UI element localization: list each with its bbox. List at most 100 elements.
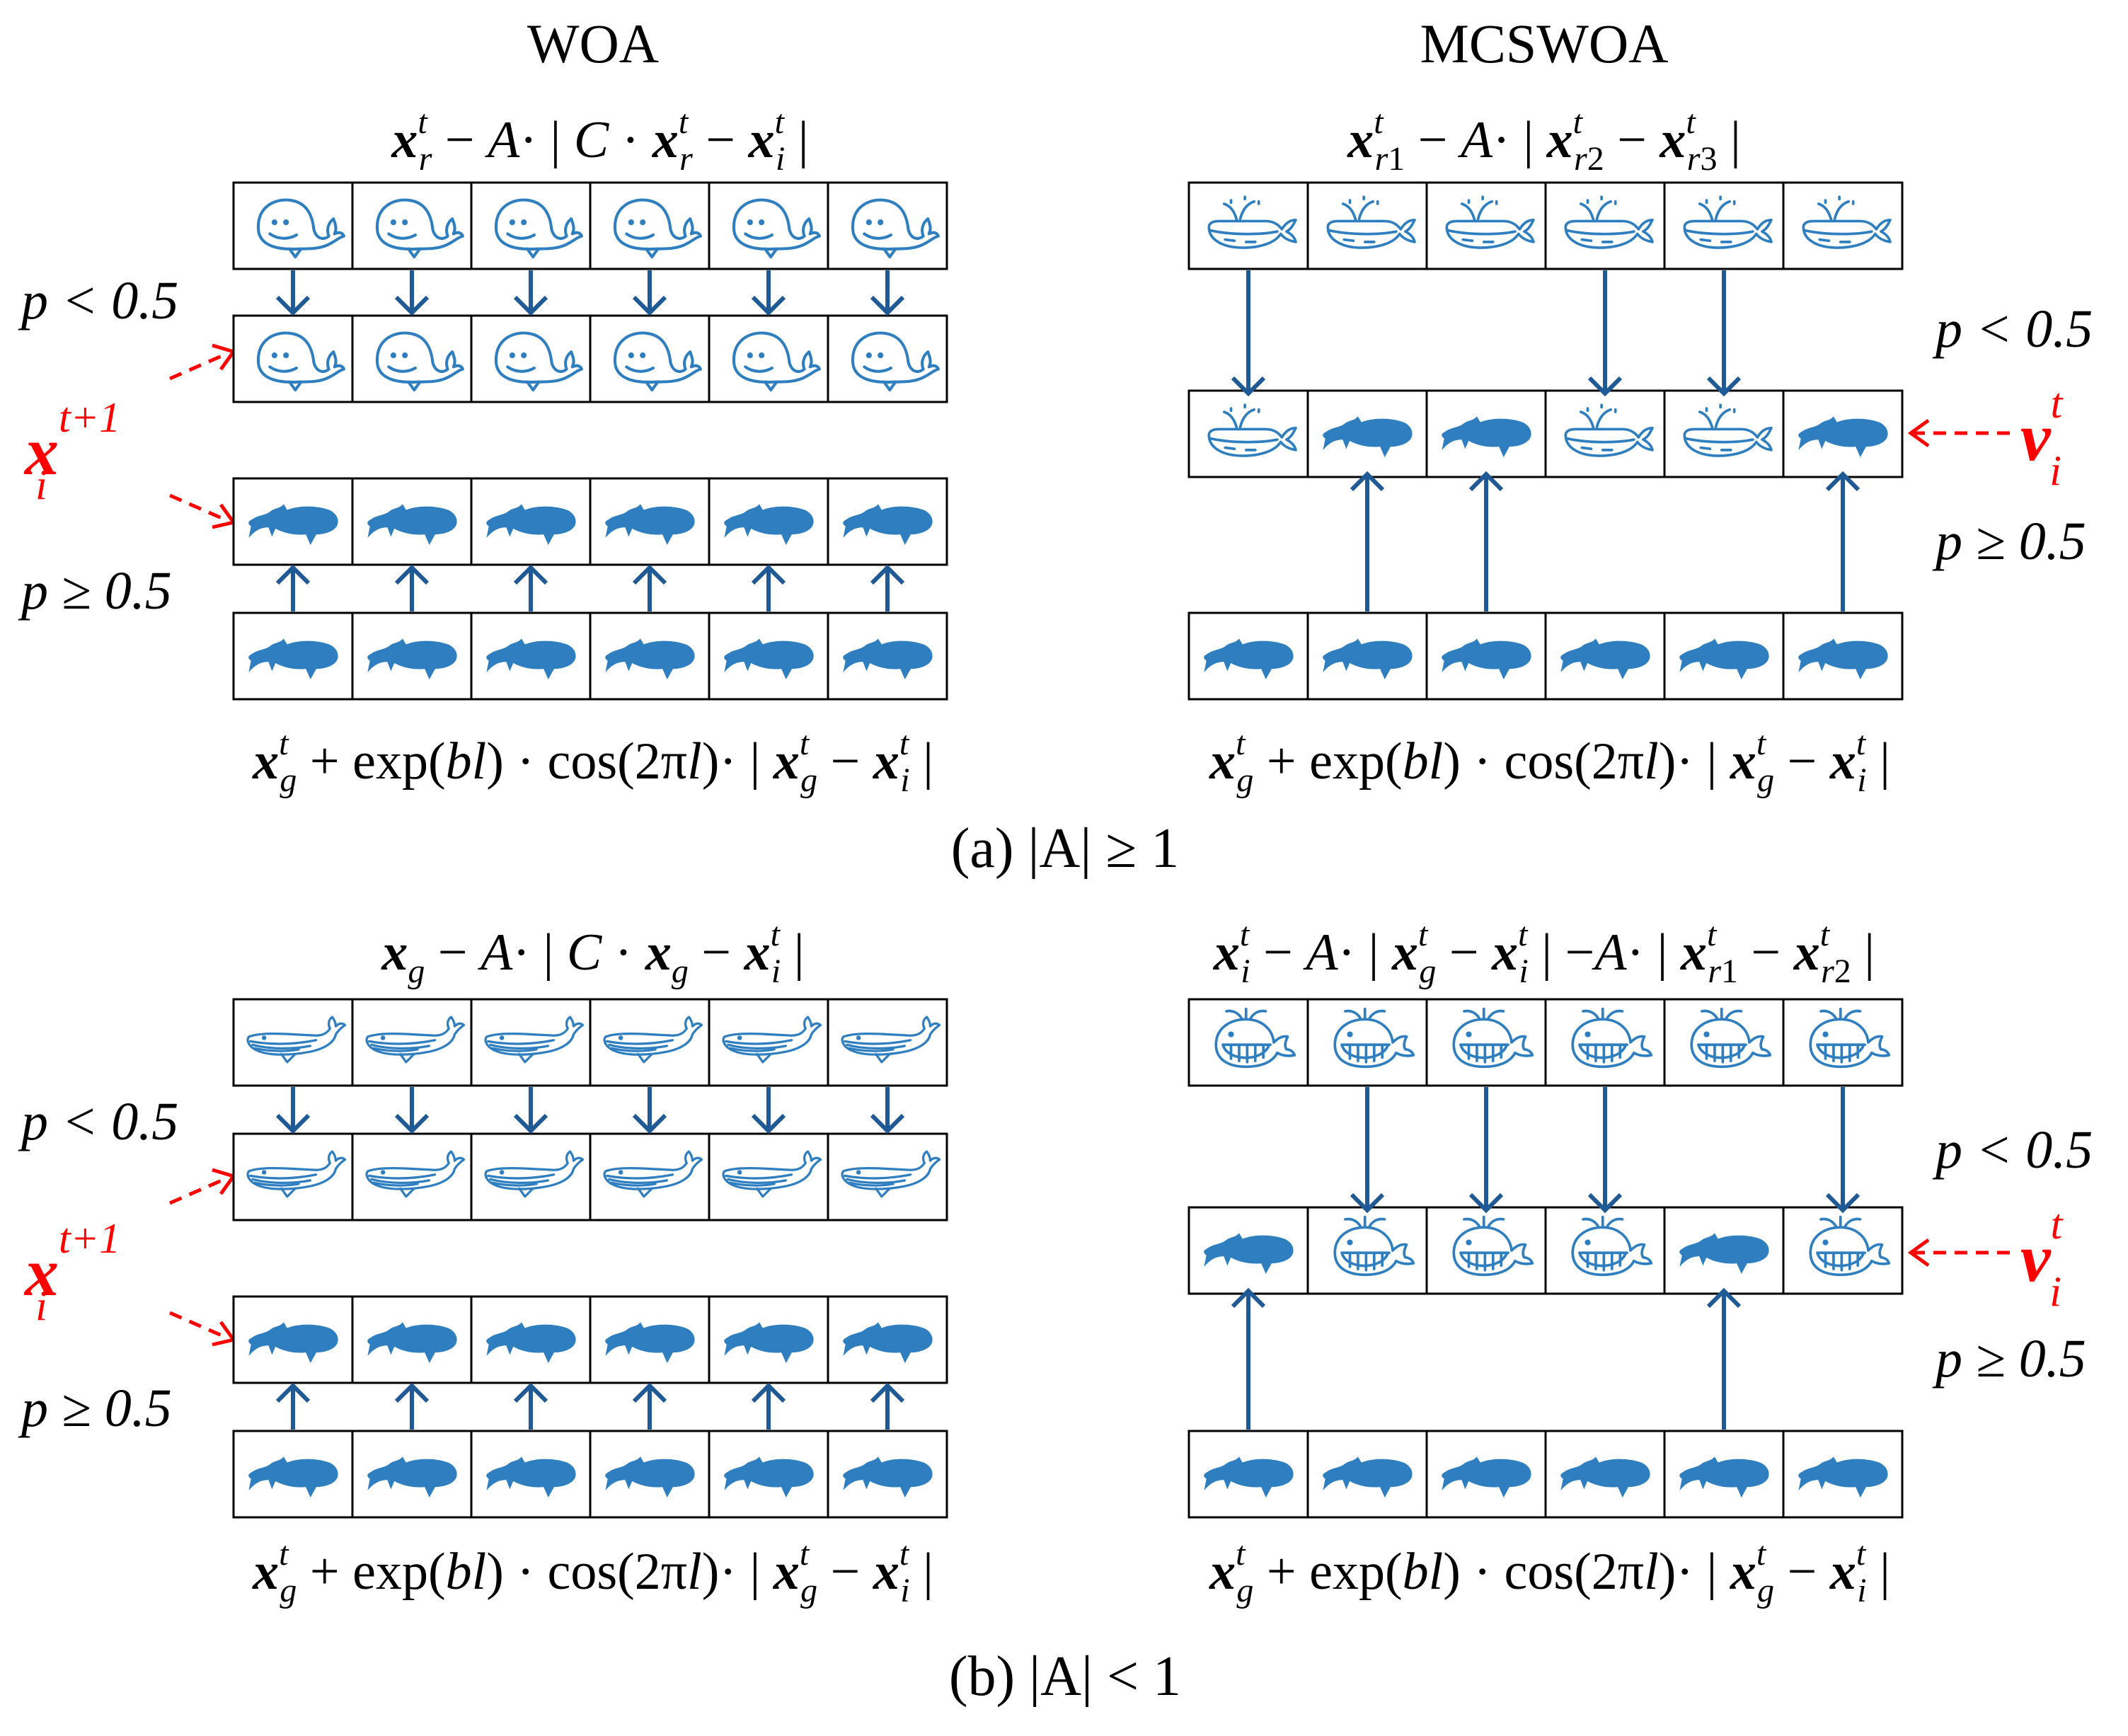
update-arrows bbox=[275, 270, 1860, 1430]
svg-text:vti: vti bbox=[2020, 380, 2064, 494]
population-cell bbox=[1425, 1430, 1547, 1519]
population-cell bbox=[827, 181, 948, 270]
population-cell bbox=[827, 314, 948, 403]
update-arrow bbox=[394, 270, 430, 316]
population-cell bbox=[708, 1430, 829, 1519]
population-cell bbox=[1544, 389, 1666, 478]
grid-row bbox=[232, 1430, 948, 1519]
population-cell bbox=[232, 611, 354, 701]
p-ge-label-b-right: p ≥ 0.5 bbox=[1932, 1329, 2086, 1389]
red-arrow-a-upper bbox=[168, 343, 237, 381]
update-arrow bbox=[1825, 471, 1860, 611]
population-cell bbox=[351, 1132, 473, 1221]
population-cell bbox=[1544, 998, 1666, 1087]
p-ge-label-a-left: p ≥ 0.5 bbox=[18, 561, 172, 621]
population-cell bbox=[1425, 611, 1547, 701]
population-cell bbox=[589, 314, 711, 403]
population-cell bbox=[1187, 389, 1309, 478]
grid-row bbox=[1187, 1430, 1904, 1519]
update-arrow bbox=[1706, 1287, 1742, 1430]
population-cell bbox=[1544, 1430, 1666, 1519]
population-cell bbox=[1544, 1206, 1666, 1295]
woa-title: WOA bbox=[527, 13, 659, 74]
p-lt-label-b-left: p < 0.5 bbox=[18, 1092, 178, 1151]
grid-row bbox=[1187, 998, 1904, 1087]
svg-text:xt+1i: xt+1i bbox=[23, 394, 120, 508]
population-cell bbox=[1782, 1430, 1904, 1519]
population-cell bbox=[1425, 1206, 1547, 1295]
update-arrow bbox=[513, 1382, 548, 1430]
population-cell bbox=[470, 314, 592, 403]
grid-row bbox=[232, 1295, 948, 1384]
population-cell bbox=[1663, 389, 1785, 478]
population-cell bbox=[589, 477, 711, 566]
population-cell bbox=[708, 611, 829, 701]
grid-row bbox=[1187, 181, 1904, 270]
p-lt-label-a-left: p < 0.5 bbox=[18, 271, 178, 330]
update-arrow bbox=[1706, 270, 1742, 397]
update-arrow bbox=[513, 564, 548, 611]
population-cell bbox=[351, 477, 473, 566]
p-lt-label-b-right: p < 0.5 bbox=[1932, 1120, 2093, 1180]
update-arrow bbox=[1350, 1087, 1385, 1214]
population-cell bbox=[351, 181, 473, 270]
update-arrow bbox=[1587, 1087, 1623, 1214]
update-arrow bbox=[394, 1382, 430, 1430]
population-cell bbox=[1306, 389, 1428, 478]
update-arrow bbox=[751, 1087, 786, 1134]
caption-b: (b) |A| < 1 bbox=[949, 1645, 1181, 1708]
population-cell bbox=[232, 477, 354, 566]
population-cell bbox=[1187, 1206, 1309, 1295]
update-arrow bbox=[632, 270, 667, 316]
update-arrow bbox=[394, 564, 430, 611]
population-cell bbox=[827, 1295, 948, 1384]
update-arrow bbox=[751, 564, 786, 611]
update-arrow bbox=[1468, 1087, 1504, 1214]
grid-row bbox=[1187, 389, 1904, 478]
update-arrow bbox=[275, 270, 311, 316]
population-cell bbox=[1306, 1206, 1428, 1295]
update-arrow bbox=[632, 564, 667, 611]
population-cell bbox=[470, 1295, 592, 1384]
population-cell bbox=[1544, 181, 1666, 270]
population-cell bbox=[232, 314, 354, 403]
population-cell bbox=[827, 1132, 948, 1221]
population-cell bbox=[589, 181, 711, 270]
grid-row bbox=[1187, 611, 1904, 701]
population-cell bbox=[1306, 1430, 1428, 1519]
grid-row bbox=[232, 998, 948, 1087]
p-ge-label-a-right: p ≥ 0.5 bbox=[1932, 512, 2086, 571]
red-arrow-v-b bbox=[1907, 1238, 2010, 1267]
population-cell bbox=[1782, 1206, 1904, 1295]
population-cell bbox=[1782, 998, 1904, 1087]
population-cell bbox=[1663, 998, 1785, 1087]
update-arrow bbox=[870, 564, 905, 611]
population-cell bbox=[351, 314, 473, 403]
population-cell bbox=[470, 181, 592, 270]
update-arrow bbox=[751, 270, 786, 316]
grid-row bbox=[232, 314, 948, 403]
svg-text:vti: vti bbox=[2020, 1201, 2064, 1315]
population-cell bbox=[1663, 1430, 1785, 1519]
population-cell bbox=[708, 998, 829, 1087]
population-cell bbox=[827, 1430, 948, 1519]
population-cell bbox=[827, 611, 948, 701]
population-cell bbox=[708, 181, 829, 270]
population-grids bbox=[232, 181, 1904, 1519]
grid-row bbox=[232, 477, 948, 566]
red-arrow-a-lower bbox=[168, 493, 237, 529]
population-cell bbox=[1187, 1430, 1309, 1519]
population-cell bbox=[1425, 389, 1547, 478]
population-cell bbox=[1782, 181, 1904, 270]
